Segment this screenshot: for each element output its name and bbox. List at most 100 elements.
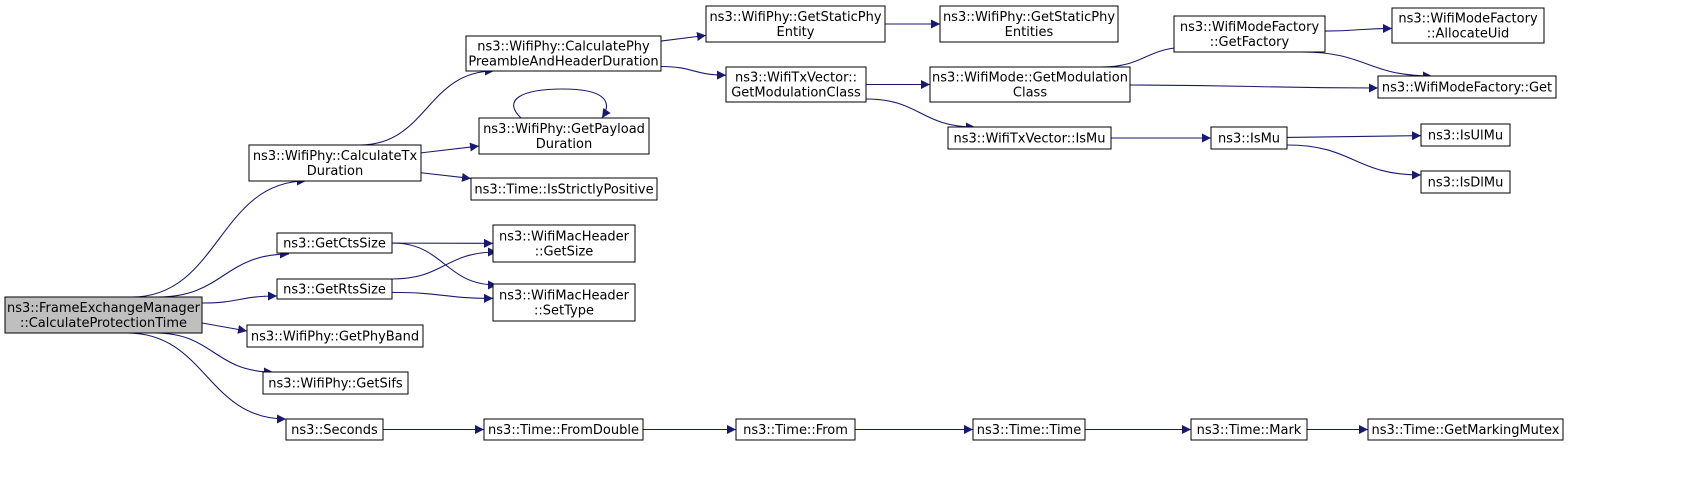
node-box [947,126,1112,150]
node-label-line: PreambleAndHeaderDuration [468,55,658,70]
node-box [972,418,1086,441]
node-getFactory[interactable]: ns3::WifiModeFactory::GetFactory [1173,15,1326,53]
node-label-line: ns3::GetRtsSize [283,283,386,298]
node-fromDouble[interactable]: ns3::Time::FromDouble [483,418,644,441]
node-box [276,232,393,254]
node-label-line: ns3::WifiPhy::CalculatePhy [477,40,650,55]
node-label-line: ns3::WifiPhy::GetPayload [483,122,645,137]
edge-root-to-getPhyBand [201,322,248,334]
node-modeModClass[interactable]: ns3::WifiMode::GetModulationClass [929,66,1131,103]
node-timeFrom[interactable]: ns3::Time::From [735,418,856,441]
node-label-line: Entities [1005,25,1054,40]
node-txvIsMu[interactable]: ns3::WifiTxVector::IsMu [947,126,1112,150]
node-box [1377,75,1557,99]
node-label-line: ns3::WifiModeFactory::Get [1382,81,1552,96]
node-root[interactable]: ns3::FrameExchangeManager::CalculateProt… [4,296,203,334]
edge-getCts-to-macSetType [391,242,498,290]
node-label-line: ::CalculateProtectionTime [20,316,187,331]
node-box [1210,126,1288,150]
node-label-line: GetModulationClass [731,86,861,101]
edge-calcTx-to-calcPre [359,66,495,146]
node-box [248,144,422,182]
node-label-line: Duration [307,164,363,179]
edge-isMu-to-isUlMu [1286,131,1422,141]
node-seconds[interactable]: ns3::Seconds [285,418,384,441]
node-label-line: ns3::Time::GetMarkingMutex [1372,423,1560,438]
node-label-line: ns3::Time::IsStrictlyPositive [474,183,653,198]
edge-root-to-getRts [201,291,278,304]
node-label-line: ::SetType [534,304,594,319]
node-label-line: ns3::WifiMacHeader [499,289,630,304]
node-txvModClass[interactable]: ns3::WifiTxVector::GetModulationClass [725,66,867,103]
edge-getRts-to-macSetType [391,291,494,303]
node-box [1391,7,1545,44]
edge-txvModClass-to-txvIsMu [865,98,976,132]
node-isUlMu[interactable]: ns3::IsUlMu [1420,123,1511,147]
node-label-line: ns3::WifiPhy::CalculateTx [253,149,418,164]
node-calcPre[interactable]: ns3::WifiPhy::CalculatePhyPreambleAndHea… [465,35,662,72]
node-label-line: Duration [536,137,592,152]
node-box [246,324,424,348]
edge-root-to-seconds [126,332,287,424]
node-label-line: ns3::IsMu [1218,132,1280,147]
node-box [725,66,867,103]
node-box [1173,15,1326,53]
node-box [735,418,856,441]
node-label-line: ns3::WifiTxVector:: [735,71,857,86]
node-label-line: ns3::Time::Mark [1197,423,1302,438]
node-getSifs[interactable]: ns3::WifiPhy::GetSifs [262,371,409,395]
node-allocUid[interactable]: ns3::WifiModeFactory::AllocateUid [1391,7,1545,44]
edge-root-to-getSifs [154,332,274,377]
edge-modeModClass-to-factoryGet [1129,83,1379,93]
node-timeMark[interactable]: ns3::Time::Mark [1190,418,1308,441]
node-getCts[interactable]: ns3::GetCtsSize [276,232,393,254]
edge-calcTx-to-strictPos [420,172,472,182]
node-box [705,5,886,43]
node-box [262,371,409,395]
node-label-line: ns3::WifiPhy::GetSifs [268,377,403,392]
node-label-line: ns3::WifiPhy::GetStaticPhy [709,10,881,25]
node-box [4,296,203,334]
node-label-line: ns3::GetCtsSize [283,237,386,252]
node-label-line: ns3::Time::Time [977,423,1081,438]
edge-getFactory-to-factoryGet [1301,51,1433,81]
edge-isMu-to-isDlMu [1286,144,1422,180]
node-box [465,35,662,72]
node-strictPos[interactable]: ns3::Time::IsStrictlyPositive [470,177,658,201]
node-isDlMu[interactable]: ns3::IsDlMu [1420,170,1511,194]
node-label-line: ns3::WifiMacHeader [499,230,630,245]
node-box [1420,123,1511,147]
edges-layer [126,19,1433,434]
node-box [1190,418,1308,441]
node-label-line: ns3::WifiPhy::GetStaticPhy [943,10,1115,25]
node-box [1420,170,1511,194]
node-timeTime[interactable]: ns3::Time::Time [972,418,1086,441]
edge-calcTx-to-getPayload [420,142,480,154]
edge-getRts-to-macGetSize [391,247,498,280]
node-label-line: Class [1013,86,1047,101]
node-label-line: ns3::WifiPhy::GetPhyBand [251,330,419,345]
node-box [470,177,658,201]
node-isMu[interactable]: ns3::IsMu [1210,126,1288,150]
node-box [1367,418,1564,441]
node-box [939,5,1119,43]
edge-root-to-calcTx [131,176,307,298]
node-markingMutex[interactable]: ns3::Time::GetMarkingMutex [1367,418,1564,441]
node-getRts[interactable]: ns3::GetRtsSize [276,278,393,300]
node-label-line: ::GetFactory [1210,35,1290,50]
node-getPhyBand[interactable]: ns3::WifiPhy::GetPhyBand [246,324,424,348]
node-box [285,418,384,441]
node-label-line: ns3::WifiMode::GetModulation [932,71,1128,86]
edge-getPayload-to-getPayload [513,88,611,119]
node-macSetType[interactable]: ns3::WifiMacHeader::SetType [492,283,636,322]
node-label-line: ::AllocateUid [1427,27,1509,42]
node-macGetSize[interactable]: ns3::WifiMacHeader::GetSize [492,224,636,263]
node-factoryGet[interactable]: ns3::WifiModeFactory::Get [1377,75,1557,99]
node-label-line: ns3::WifiModeFactory [1180,20,1320,35]
nodes-layer: ns3::FrameExchangeManager::CalculateProt… [4,5,1564,441]
